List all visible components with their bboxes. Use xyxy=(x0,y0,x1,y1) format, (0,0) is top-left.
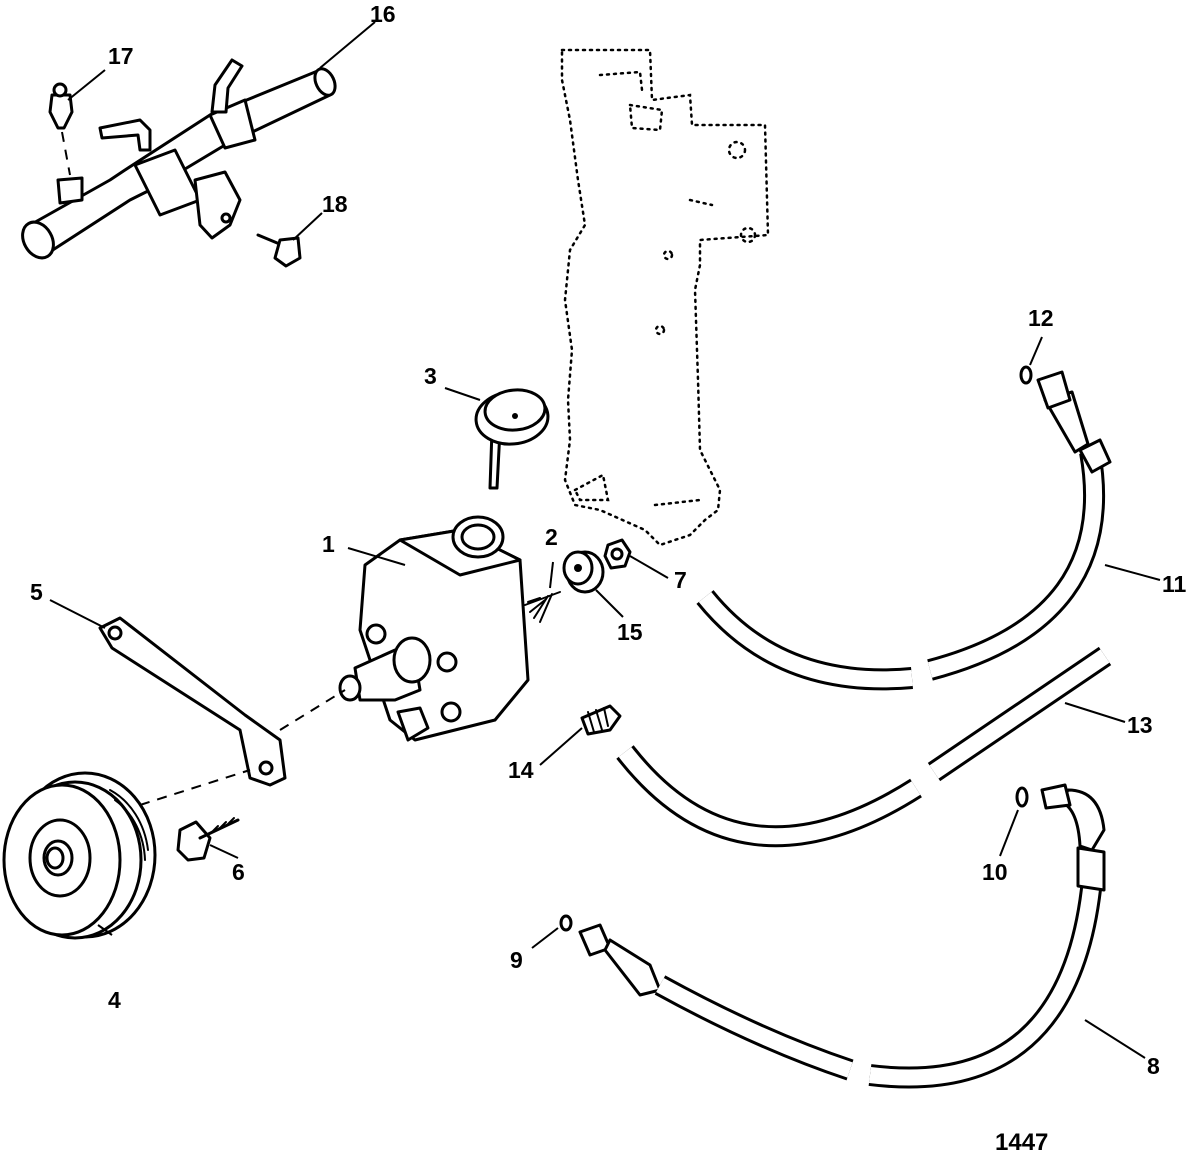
callout-14: 14 xyxy=(508,757,534,783)
spacer xyxy=(562,550,605,594)
figure-number: 1447 xyxy=(995,1129,1048,1156)
grease-fitting xyxy=(48,82,74,176)
callout-labels: 1 2 3 4 5 6 7 8 9 10 11 12 13 14 15 16 1… xyxy=(30,1,1187,1079)
callout-1: 1 xyxy=(322,531,335,557)
hose-fitting xyxy=(580,704,622,736)
pulley-bolt xyxy=(176,817,240,862)
reservoir-cap xyxy=(474,388,550,490)
pump-stud xyxy=(524,591,561,606)
callout-5: 5 xyxy=(30,579,43,605)
callout-17: 17 xyxy=(108,43,134,69)
engine-bracket-outline xyxy=(560,48,770,547)
o-ring-12 xyxy=(1019,365,1033,385)
callout-18: 18 xyxy=(322,191,348,217)
cooler-hose xyxy=(578,783,1106,1089)
power-steering-pump xyxy=(338,515,553,742)
water-tube-assembly xyxy=(21,58,337,260)
callout-13: 13 xyxy=(1127,712,1153,738)
tube-mount-screw xyxy=(256,233,302,268)
callout-15: 15 xyxy=(617,619,643,645)
return-hose xyxy=(616,646,1112,848)
pump-pulley xyxy=(2,771,157,940)
pressure-hose xyxy=(696,370,1112,691)
o-ring-10 xyxy=(1015,786,1029,808)
o-ring-9 xyxy=(559,914,573,932)
callout-2: 2 xyxy=(545,524,558,550)
hex-nut xyxy=(603,538,632,570)
callout-12: 12 xyxy=(1028,305,1054,331)
callout-10: 10 xyxy=(982,859,1008,885)
callout-11: 11 xyxy=(1162,571,1187,597)
pump-mounting-bracket xyxy=(98,616,346,806)
callout-4: 4 xyxy=(108,987,121,1013)
callout-8: 8 xyxy=(1147,1053,1160,1079)
callout-9: 9 xyxy=(510,947,523,973)
leader-lines xyxy=(49,21,1161,1059)
callout-16: 16 xyxy=(370,1,396,27)
callout-6: 6 xyxy=(232,859,245,885)
callout-3: 3 xyxy=(424,363,437,389)
callout-7: 7 xyxy=(674,567,687,593)
